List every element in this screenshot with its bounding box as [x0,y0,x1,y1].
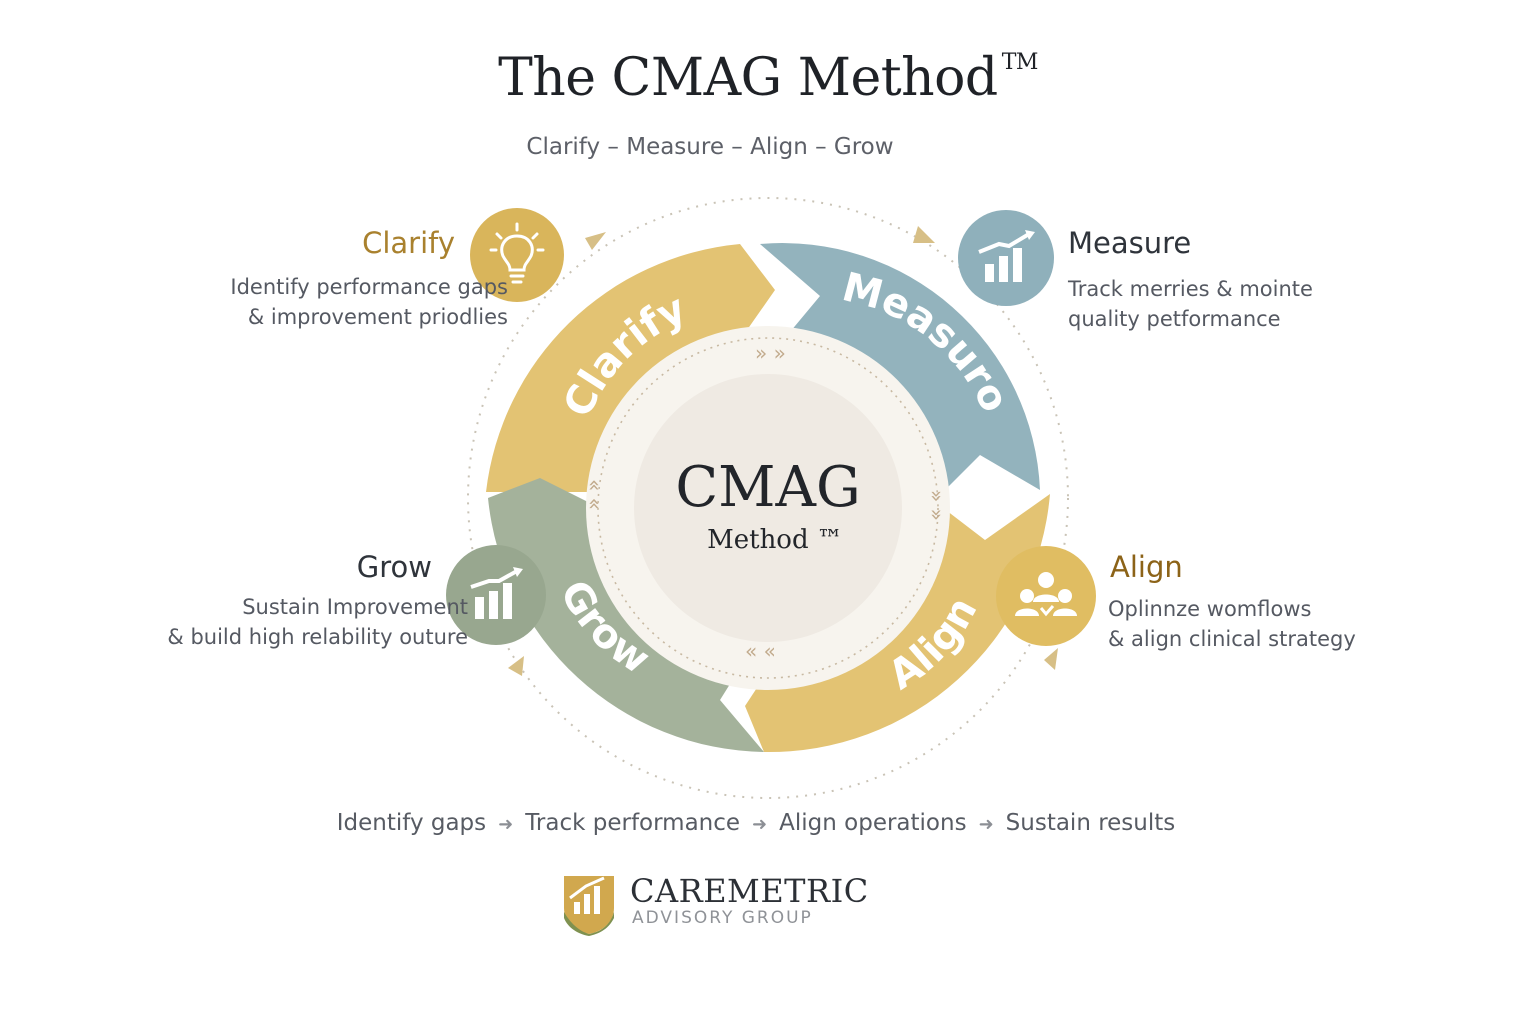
stage-desc-line: Identify performance gaps [230,275,508,299]
flow-step: Identify gaps [336,810,487,836]
stage-desc-grow: Sustain Improvement & build high relabil… [100,592,468,652]
flow-arrow-icon: ➜ [498,814,514,835]
center-title: CMAG [675,455,860,520]
stage-desc-line: & align clinical strategy [1108,627,1356,651]
brand-name: CAREMETRIC [630,872,869,910]
stage-desc-measure: Track merries & mointe quality petforman… [1068,274,1313,334]
flow-step: Align operations [779,810,967,836]
inner-chevron: » » [925,490,949,521]
flow-step: Sustain results [1005,810,1176,836]
ring-arrowhead [913,226,935,243]
inner-chevron: » » [755,341,786,365]
stage-desc-line: Sustain Improvement [242,595,468,619]
inner-chevron: » » [581,479,605,510]
ring-arrowhead [585,232,606,250]
ring-arrowhead [1044,648,1058,670]
outer-dotted-ring [467,197,1069,799]
process-flow: Identify gaps ➜ Track performance ➜ Align op… [0,810,1512,836]
segment-clarify [486,244,775,492]
inner-dotted-ring [597,337,939,679]
stage-title-align: Align [1110,550,1183,584]
center-subtitle: Method ™ [707,525,843,555]
center-disc [634,374,902,642]
stage-desc-line: & improvement priodlies [247,305,508,329]
team-icon [996,546,1096,646]
inner-chevron: « « [745,639,776,663]
segment-measure [760,243,1040,500]
brand-logo [564,876,614,936]
stage-title-measure: Measure [1068,226,1192,260]
stage-desc-line: & build high relability outure [167,625,468,649]
stage-desc-line: Track merries & mointe [1068,277,1313,301]
stage-desc-clarify: Identify performance gaps & improvement … [160,272,508,332]
flow-arrow-icon: ➜ [978,814,994,835]
ring-arrowhead [508,656,524,676]
stage-desc-align: Oplinnze womflows & align clinical strat… [1108,594,1356,654]
brand-tagline: ADVISORY GROUP [632,908,813,928]
flow-step: Track performance [525,810,741,836]
bar-chart-icon [958,210,1054,306]
stage-title-grow: Grow [356,550,432,584]
trademark: TM [1001,50,1039,75]
stage-desc-line: Oplinnze womflows [1108,597,1312,621]
flow-arrow-icon: ➜ [752,814,768,835]
growth-chart-icon [446,545,546,645]
stage-desc-line: quality petformance [1068,307,1281,331]
stage-title-clarify: Clarify [362,226,455,260]
page-subtitle: Clarify – Measure – Align – Grow [526,134,894,160]
lightbulb-icon [470,208,564,302]
